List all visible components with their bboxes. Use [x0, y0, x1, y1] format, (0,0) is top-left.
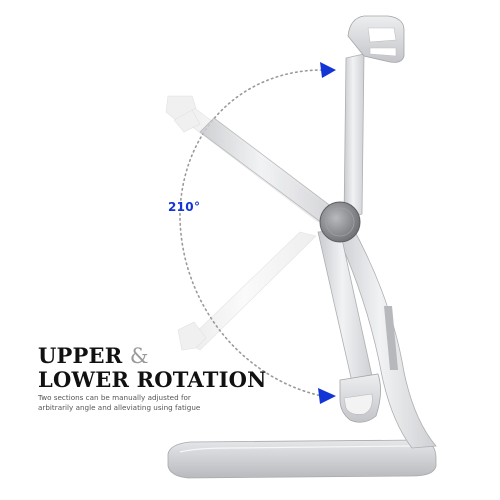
headline-upper: UPPER	[38, 343, 123, 368]
rotation-arc	[179, 69, 323, 397]
caption-line-1: Two sections can be manually adjusted fo…	[38, 393, 191, 402]
arrow-top-icon	[320, 62, 336, 78]
feature-caption: Two sections can be manually adjusted fo…	[38, 393, 243, 413]
upper-arm	[343, 53, 365, 221]
rotation-angle-label: 210°	[168, 200, 201, 214]
headline-lower-rotation: LOWER ROTATION	[38, 367, 267, 392]
ghost-lower-arm	[177, 231, 317, 351]
headline-ampersand: &	[129, 344, 149, 368]
caption-line-2: arbitrarily angle and alleviating using …	[38, 403, 201, 412]
stand-base	[167, 439, 437, 479]
arrow-bottom-icon	[318, 388, 336, 404]
tilt-arm	[199, 117, 337, 227]
feature-headline: UPPER & LOWER ROTATION	[38, 344, 267, 392]
